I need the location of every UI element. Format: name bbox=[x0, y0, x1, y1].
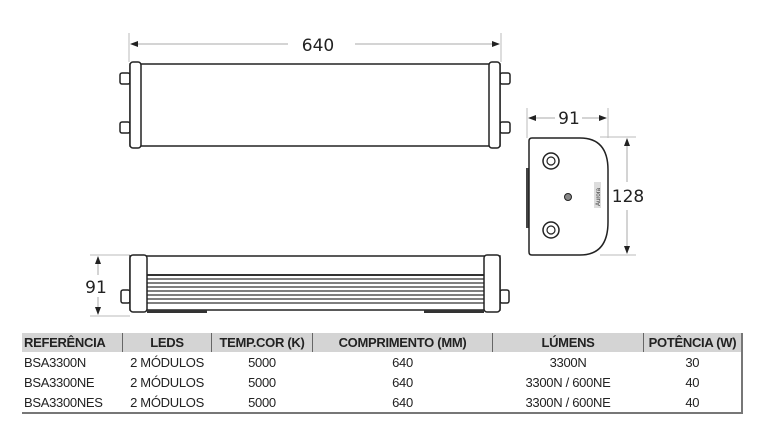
header-length: COMPRIMENTO (MM) bbox=[312, 333, 493, 352]
cell-leds: 2 MÓDULOS bbox=[130, 374, 204, 390]
top-view: 640 bbox=[119, 33, 511, 149]
header-lumens: LÚMENS bbox=[492, 333, 644, 352]
front-view: 91 bbox=[85, 254, 510, 317]
cell-reference: BSA3300NES bbox=[24, 394, 103, 410]
cell-reference: BSA3300NE bbox=[24, 374, 95, 390]
cell-lumens: 3300N / 600NE bbox=[525, 394, 611, 410]
cell-color-temp: 5000 bbox=[248, 374, 276, 390]
height-dimension: 128 bbox=[612, 187, 644, 207]
cell-color-temp: 5000 bbox=[248, 394, 276, 410]
length-dimension: 640 bbox=[302, 36, 334, 56]
cell-power: 40 bbox=[685, 394, 700, 410]
front-height-dimension: 91 bbox=[85, 278, 107, 298]
cell-lumens: 3300N / 600NE bbox=[525, 374, 611, 390]
cell-lumens: 3300N bbox=[549, 354, 587, 370]
header-leds: LEDS bbox=[122, 333, 212, 352]
specifications-table: REFERÊNCIA LEDS TEMP.COR (K) COMPRIMENTO… bbox=[22, 333, 743, 414]
side-view: 91 128 Aurora bbox=[526, 108, 644, 256]
cell-reference: BSA3300N bbox=[24, 354, 86, 370]
cell-power: 30 bbox=[685, 354, 700, 370]
table-row: BSA3300NES 2 MÓDULOS 5000 640 3300N / 60… bbox=[22, 392, 742, 413]
table-row: BSA3300NE 2 MÓDULOS 5000 640 3300N / 600… bbox=[22, 372, 742, 392]
cell-power: 40 bbox=[685, 374, 700, 390]
cell-color-temp: 5000 bbox=[248, 354, 276, 370]
header-power: POTÊNCIA (W) bbox=[643, 333, 742, 352]
cell-length: 640 bbox=[392, 394, 413, 410]
cell-length: 640 bbox=[392, 354, 413, 370]
cell-leds: 2 MÓDULOS bbox=[130, 394, 204, 410]
table-row: BSA3300N 2 MÓDULOS 5000 640 3300N 30 bbox=[22, 352, 742, 372]
header-color-temp: TEMP.COR (K) bbox=[211, 333, 313, 352]
header-reference: REFERÊNCIA bbox=[22, 333, 123, 352]
table-header-row: REFERÊNCIA LEDS TEMP.COR (K) COMPRIMENTO… bbox=[22, 333, 742, 352]
cell-leds: 2 MÓDULOS bbox=[130, 354, 204, 370]
cell-length: 640 bbox=[392, 374, 413, 390]
width-dimension: 91 bbox=[558, 109, 580, 129]
brand-logo: Aurora bbox=[596, 187, 602, 206]
